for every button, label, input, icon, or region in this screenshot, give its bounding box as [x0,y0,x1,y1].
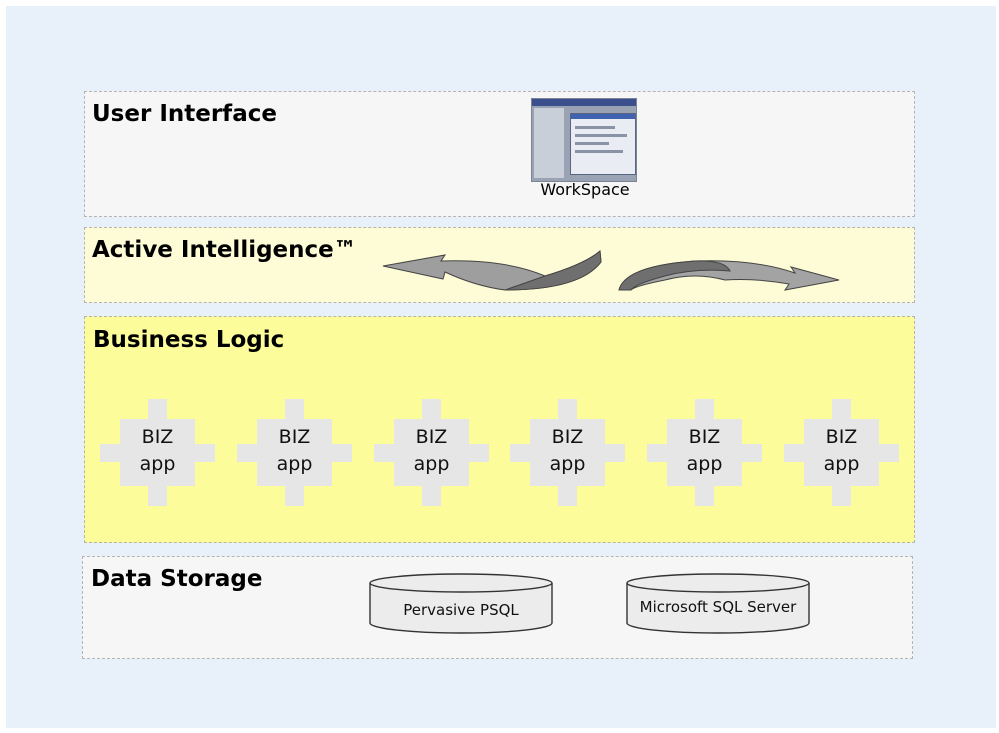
cycle-arrow-left-icon [382,249,602,291]
business-logic-title: Business Logic [93,327,285,353]
puzzle-piece-icon [804,419,879,486]
biz-app-2: BIZ app [237,399,352,506]
biz-app-sublabel-1: app [139,453,176,475]
database-microsoft-sql-server: Microsoft SQL Server [626,573,810,635]
biz-app-label-4: BIZ [551,426,584,448]
cycle-arrow-right-icon [618,260,840,291]
active-intelligence-title: Active Intelligence™ [92,237,357,263]
data-storage-title: Data Storage [91,566,263,592]
workspace-screenshot-icon [531,98,637,182]
puzzle-piece-icon [394,419,469,486]
biz-app-5: BIZ app [647,399,762,506]
puzzle-piece-icon [257,419,332,486]
biz-app-sublabel-3: app [413,453,450,475]
business-logic-layer: Business Logic BIZ app BIZ app BIZ app BIZ a… [84,316,915,543]
puzzle-piece-icon [530,419,605,486]
biz-app-6: BIZ app [784,399,899,506]
user-interface-title: User Interface [92,101,277,127]
database-cylinder-icon [369,573,553,634]
database-cylinder-icon [626,573,810,634]
cycle-arrows [382,249,840,291]
biz-app-4: BIZ app [510,399,625,506]
biz-app-sublabel-6: app [823,453,860,475]
database-label-1: Pervasive PSQL [403,601,519,619]
puzzle-piece-icon [120,419,195,486]
data-storage-layer: Data Storage Pervasive PSQL Microsoft SQ… [82,556,913,659]
biz-app-sublabel-5: app [686,453,723,475]
biz-app-label-6: BIZ [825,426,858,448]
biz-app-1: BIZ app [100,399,215,506]
puzzle-piece-icon [667,419,742,486]
biz-app-sublabel-4: app [549,453,586,475]
workspace-label: WorkSpace [540,180,630,199]
database-label-2: Microsoft SQL Server [639,598,797,616]
biz-app-label-2: BIZ [278,426,311,448]
biz-app-label-1: BIZ [141,426,174,448]
biz-app-label-5: BIZ [688,426,721,448]
active-intelligence-layer: Active Intelligence™ [84,227,915,303]
database-pervasive-psql: Pervasive PSQL [369,573,553,635]
biz-app-label-3: BIZ [415,426,448,448]
biz-app-sublabel-2: app [276,453,313,475]
user-interface-layer: User Interface WorkSpace [84,91,915,217]
biz-app-3: BIZ app [374,399,489,506]
